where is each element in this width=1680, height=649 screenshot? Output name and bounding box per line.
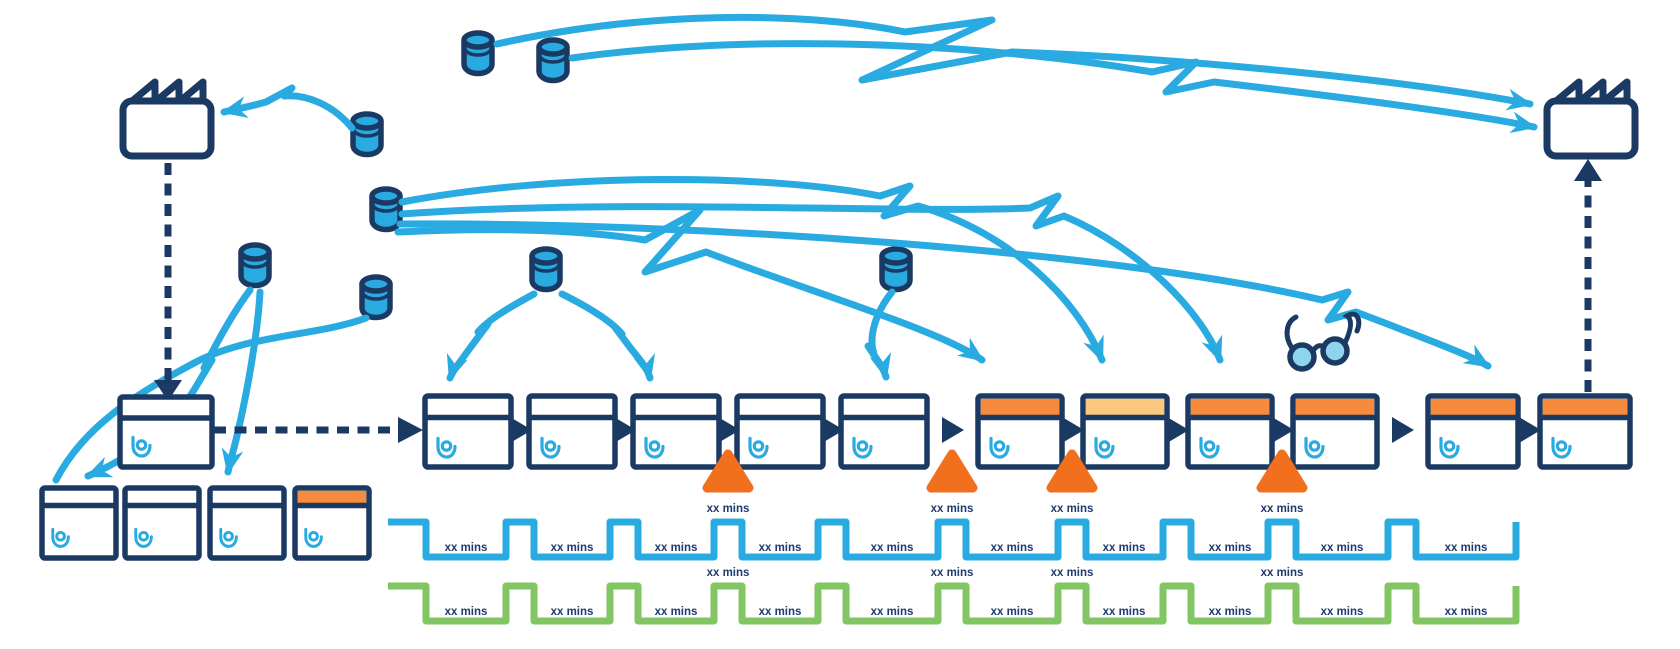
process-box xyxy=(122,485,202,561)
time-label: xx mins xyxy=(871,606,914,618)
database-cylinder xyxy=(241,245,269,286)
time-label: xx mins xyxy=(759,606,802,618)
push-arrowhead-right xyxy=(398,417,423,443)
flow-arrowhead xyxy=(1272,417,1294,443)
schedule-arrowhead-up xyxy=(1574,159,1602,181)
inventory-triangle xyxy=(702,449,754,493)
inventory-triangle xyxy=(1046,449,1098,493)
info-arrow-to-left-factory xyxy=(220,84,356,132)
time-label: xx mins xyxy=(991,606,1034,618)
timelines xyxy=(388,518,1520,625)
process-box xyxy=(39,485,119,561)
flow-arrowhead xyxy=(1062,417,1084,443)
process-box xyxy=(117,394,215,470)
timeline-green xyxy=(388,582,1520,625)
process-box xyxy=(975,393,1065,470)
time-label: xx mins xyxy=(1445,542,1488,554)
box-header-strip xyxy=(1295,398,1375,416)
info-arrow-fan-4 xyxy=(396,220,1492,370)
time-label: xx mins xyxy=(655,606,698,618)
box-header-strip xyxy=(1085,398,1165,416)
flow-arrowhead xyxy=(614,417,636,443)
time-label: xx mins xyxy=(445,542,488,554)
flow-arrowhead xyxy=(942,417,964,443)
database-cylinder xyxy=(362,277,390,318)
glasses-icon xyxy=(1284,311,1362,372)
process-box xyxy=(1290,393,1380,470)
flow-arrowhead xyxy=(510,417,532,443)
info-arrow-v-right xyxy=(558,290,656,382)
time-label: xx mins xyxy=(759,542,802,554)
database-cylinder xyxy=(372,189,400,230)
process-box xyxy=(838,393,930,470)
process-box xyxy=(1080,393,1170,470)
database-cylinder xyxy=(532,249,560,290)
time-label: xx mins xyxy=(931,503,974,515)
time-label: xx mins xyxy=(1051,503,1094,515)
time-label: xx mins xyxy=(1445,606,1488,618)
info-arrow-fan-3 xyxy=(398,192,1224,364)
flow-arrowhead xyxy=(1392,417,1414,443)
time-label: xx mins xyxy=(871,542,914,554)
info-arrow-to-right-factory xyxy=(493,13,1534,111)
time-label: xx mins xyxy=(551,606,594,618)
info-arrow-fan-1 xyxy=(394,206,986,364)
time-label: xx mins xyxy=(707,567,750,579)
process-box xyxy=(734,393,826,470)
process-box xyxy=(1185,393,1275,470)
database-cylinder xyxy=(539,40,567,81)
info-arrow-to-right-factory xyxy=(568,40,1538,134)
time-label: xx mins xyxy=(551,542,594,554)
time-label: xx mins xyxy=(1261,567,1304,579)
time-label: xx mins xyxy=(1261,503,1304,515)
box-header-strip xyxy=(1542,398,1628,416)
database-cylinder xyxy=(353,114,381,155)
time-label: xx mins xyxy=(1051,567,1094,579)
flow-arrowhead xyxy=(1167,417,1189,443)
process-box xyxy=(207,485,287,561)
process-box xyxy=(1537,393,1633,470)
time-label: xx mins xyxy=(1209,606,1252,618)
inventory-triangle xyxy=(926,449,978,493)
box-header-strip xyxy=(297,490,367,504)
flow-arrowhead xyxy=(718,417,740,443)
inventory-triangles xyxy=(702,449,1308,493)
process-box xyxy=(422,393,514,470)
factory-icon-left xyxy=(123,82,211,156)
info-arrow-fan-2 xyxy=(398,176,1106,364)
timeline-labels: xx mins xx mins xx mins xx mins xx mins xx mi… xyxy=(445,503,1488,618)
time-label: xx mins xyxy=(445,606,488,618)
info-arrow-side-box3 xyxy=(221,288,264,476)
time-label: xx mins xyxy=(1321,542,1364,554)
database-cylinder xyxy=(464,33,492,74)
timeline-blue xyxy=(388,518,1520,561)
process-box xyxy=(1425,393,1521,470)
time-label: xx mins xyxy=(931,567,974,579)
schedule-arrowhead-down xyxy=(154,380,182,401)
process-box xyxy=(292,485,372,561)
process-row xyxy=(39,393,1633,561)
time-label: xx mins xyxy=(1321,606,1364,618)
box-header-strip xyxy=(1430,398,1516,416)
time-label: xx mins xyxy=(1103,542,1146,554)
time-label: xx mins xyxy=(1103,606,1146,618)
time-label: xx mins xyxy=(991,542,1034,554)
info-arc-sweep xyxy=(52,314,370,484)
time-label: xx mins xyxy=(1209,542,1252,554)
flow-arrowhead xyxy=(1519,417,1541,443)
process-box xyxy=(630,393,722,470)
database-cylinder xyxy=(882,249,910,290)
inventory-triangle xyxy=(1256,449,1308,493)
flow-arrowhead xyxy=(822,417,844,443)
time-label: xx mins xyxy=(707,503,750,515)
process-box xyxy=(526,393,618,470)
process-flow-arrows xyxy=(510,417,1541,443)
time-label: xx mins xyxy=(655,542,698,554)
box-header-strip xyxy=(980,398,1060,416)
info-arrow-v-left xyxy=(446,290,538,382)
info-arrow-box5 xyxy=(864,288,896,381)
box-header-strip xyxy=(1190,398,1270,416)
factory-icon-right xyxy=(1547,82,1635,156)
